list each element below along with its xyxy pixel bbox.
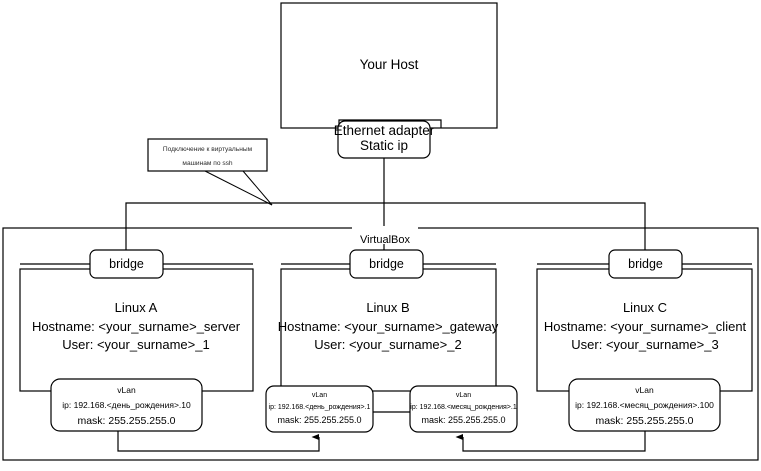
- your-host-label: Your Host: [360, 57, 419, 72]
- linux-c-vlan-ip: ip: 192.168.<месяц_рождения>.100: [575, 400, 714, 410]
- linux-b-hostname: Hostname: <your_surname>_gateway: [278, 319, 499, 334]
- linux-a-user: User: <your_surname>_1: [62, 337, 209, 352]
- linux-c-user: User: <your_surname>_3: [571, 337, 718, 352]
- bridge-label-a: bridge: [109, 257, 144, 271]
- virtualbox-label: VirtualBox: [360, 234, 410, 246]
- ssh-note-leader-right: [242, 170, 273, 206]
- linux-a-vlan-ip: ip: 192.168.<день_рождения>.10: [62, 400, 191, 410]
- linux-c-to-linux-b-arrow: [455, 431, 646, 452]
- linux-b-vlan2-mask: mask: 255.255.255.0: [421, 415, 505, 425]
- ethernet-adapter-line2: Static ip: [360, 138, 408, 153]
- linux-a-vlan-title: vLan: [117, 385, 136, 395]
- linux-b-vlan2-title: vLan: [456, 392, 471, 399]
- linux-a-vlan-mask: mask: 255.255.255.0: [77, 415, 175, 427]
- linux-c-vlan-mask: mask: 255.255.255.0: [595, 415, 693, 427]
- linux-b-vlan1-box: [265, 385, 374, 433]
- bridge-label-c: bridge: [628, 257, 663, 271]
- bridge-box-b: [349, 249, 424, 279]
- linux-b-vlan2-ip: ip: 192.168.<месяц_рождения>.1: [410, 404, 517, 411]
- ethernet-adapter-line1: Ethernet adapter: [334, 123, 435, 138]
- your-host-box: [280, 2, 498, 129]
- linux-b-vlan1-ip: ip: 192.168.<день_рождения>.1: [269, 404, 371, 411]
- bridge-distribution-bus: [125, 202, 646, 250]
- linux-b-vlan1-title: vLan: [312, 392, 327, 399]
- linux-a-to-linux-b-arrow: [117, 431, 320, 452]
- linux-b-vlan1-mask: mask: 255.255.255.0: [277, 415, 361, 425]
- bridge-box-a: [89, 249, 164, 279]
- bridge-label-b: bridge: [369, 257, 404, 271]
- linux-b-name: Linux B: [366, 300, 409, 315]
- linux-b-vlan2-box: [409, 385, 518, 433]
- linux-c-name: Linux C: [623, 300, 667, 315]
- virtualbox-label-backdrop: [352, 226, 418, 244]
- linux-a-name: Linux A: [115, 300, 158, 315]
- linux-c-hostname: Hostname: <your_surname>_client: [544, 319, 747, 334]
- linux-a-vlan-box: [50, 378, 203, 432]
- ssh-note-line1: Подключение к виртуальным: [163, 146, 253, 153]
- linux-c-vlan-title: vLan: [635, 385, 654, 395]
- bridge-box-c: [608, 249, 683, 279]
- linux-b-user: User: <your_surname>_2: [314, 337, 461, 352]
- ssh-note-leader-left: [204, 170, 273, 206]
- linux-a-hostname: Hostname: <your_surname>_server: [32, 319, 241, 334]
- ssh-note-box: [147, 138, 268, 172]
- ssh-note-line2: машинам по ssh: [182, 160, 233, 167]
